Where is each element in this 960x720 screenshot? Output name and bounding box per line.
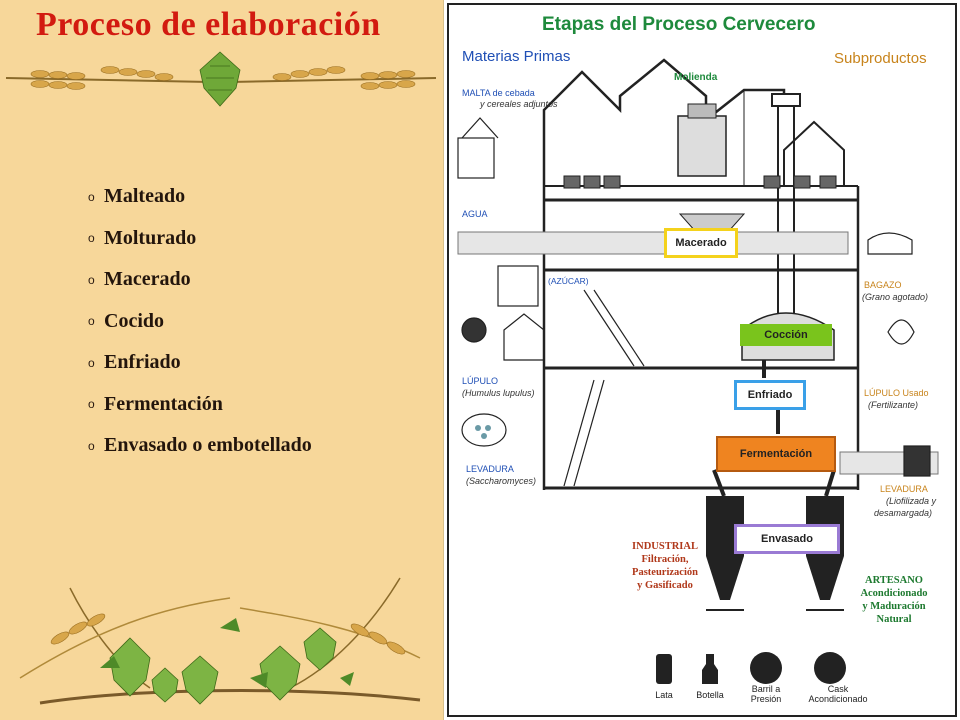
stage-fermentacion: Fermentación <box>716 436 836 472</box>
byproducts-heading: Subproductos <box>834 50 927 67</box>
slide-title: Proceso de elaboración <box>36 6 381 43</box>
factory-illustration <box>447 3 957 717</box>
stage-macerado: Macerado <box>664 228 738 258</box>
levadura-byproduct-label: LEVADURA <box>880 484 928 494</box>
product-cask: Cask Acondicionado <box>808 684 868 704</box>
malta-label: MALTA de cebada <box>462 88 535 98</box>
lupulo-usado-label: LÚPULO Usado <box>864 388 929 398</box>
levadura-byproduct-sub2: desamargada) <box>874 508 933 518</box>
step-label: Cocido <box>104 309 164 332</box>
azucar-label: (AZÚCAR) <box>548 276 589 286</box>
product-barril: Barril a Presión <box>750 684 782 704</box>
industrial-block: INDUSTRIAL Filtración, Pasteurización y … <box>632 541 698 591</box>
stage-coccion: Cocción <box>740 324 832 346</box>
milling-label: Molienda <box>674 72 718 83</box>
bagazo-label: BAGAZO <box>864 280 902 290</box>
stage-enfriado: Enfriado <box>734 380 806 410</box>
step-label: Enfriado <box>104 351 181 374</box>
bagazo-sublabel: (Grano agotado) <box>862 292 929 302</box>
step-label: Molturado <box>104 226 197 249</box>
levadura-label: LEVADURA <box>466 464 514 474</box>
levadura-sublabel: (Saccharomyces) <box>466 476 537 486</box>
lupulo-label: LÚPULO <box>462 376 499 386</box>
product-lata: Lata <box>655 690 673 700</box>
step-label: Envasado o embotellado <box>104 434 312 457</box>
step-label: Macerado <box>104 268 191 291</box>
product-botella: Botella <box>696 690 724 700</box>
brewing-process-diagram: Etapas del Proceso Cervecero Materias Pr… <box>444 0 960 720</box>
artesano-block: ARTESANO Acondicionado y Maduración Natu… <box>860 575 928 625</box>
diagram-title: Etapas del Proceso Cervecero <box>542 14 816 35</box>
step-label: Malteado <box>104 185 186 208</box>
stage-envasado: Envasado <box>734 524 840 554</box>
wheat-hop-bottom-decoration <box>19 577 421 705</box>
wheat-hop-top-decoration <box>5 51 437 107</box>
levadura-byproduct-sub1: (Liofilizada y <box>886 496 937 506</box>
lupulo-sublabel: (Humulus lupulus) <box>462 388 535 398</box>
lupulo-usado-sublabel: (Fertilizante) <box>868 400 919 410</box>
step-label: Fermentación <box>104 392 223 415</box>
malta-sublabel: y cereales adjuntos <box>480 99 558 109</box>
agua-label: AGUA <box>462 209 488 219</box>
raw-materials-heading: Materias Primas <box>462 48 571 65</box>
